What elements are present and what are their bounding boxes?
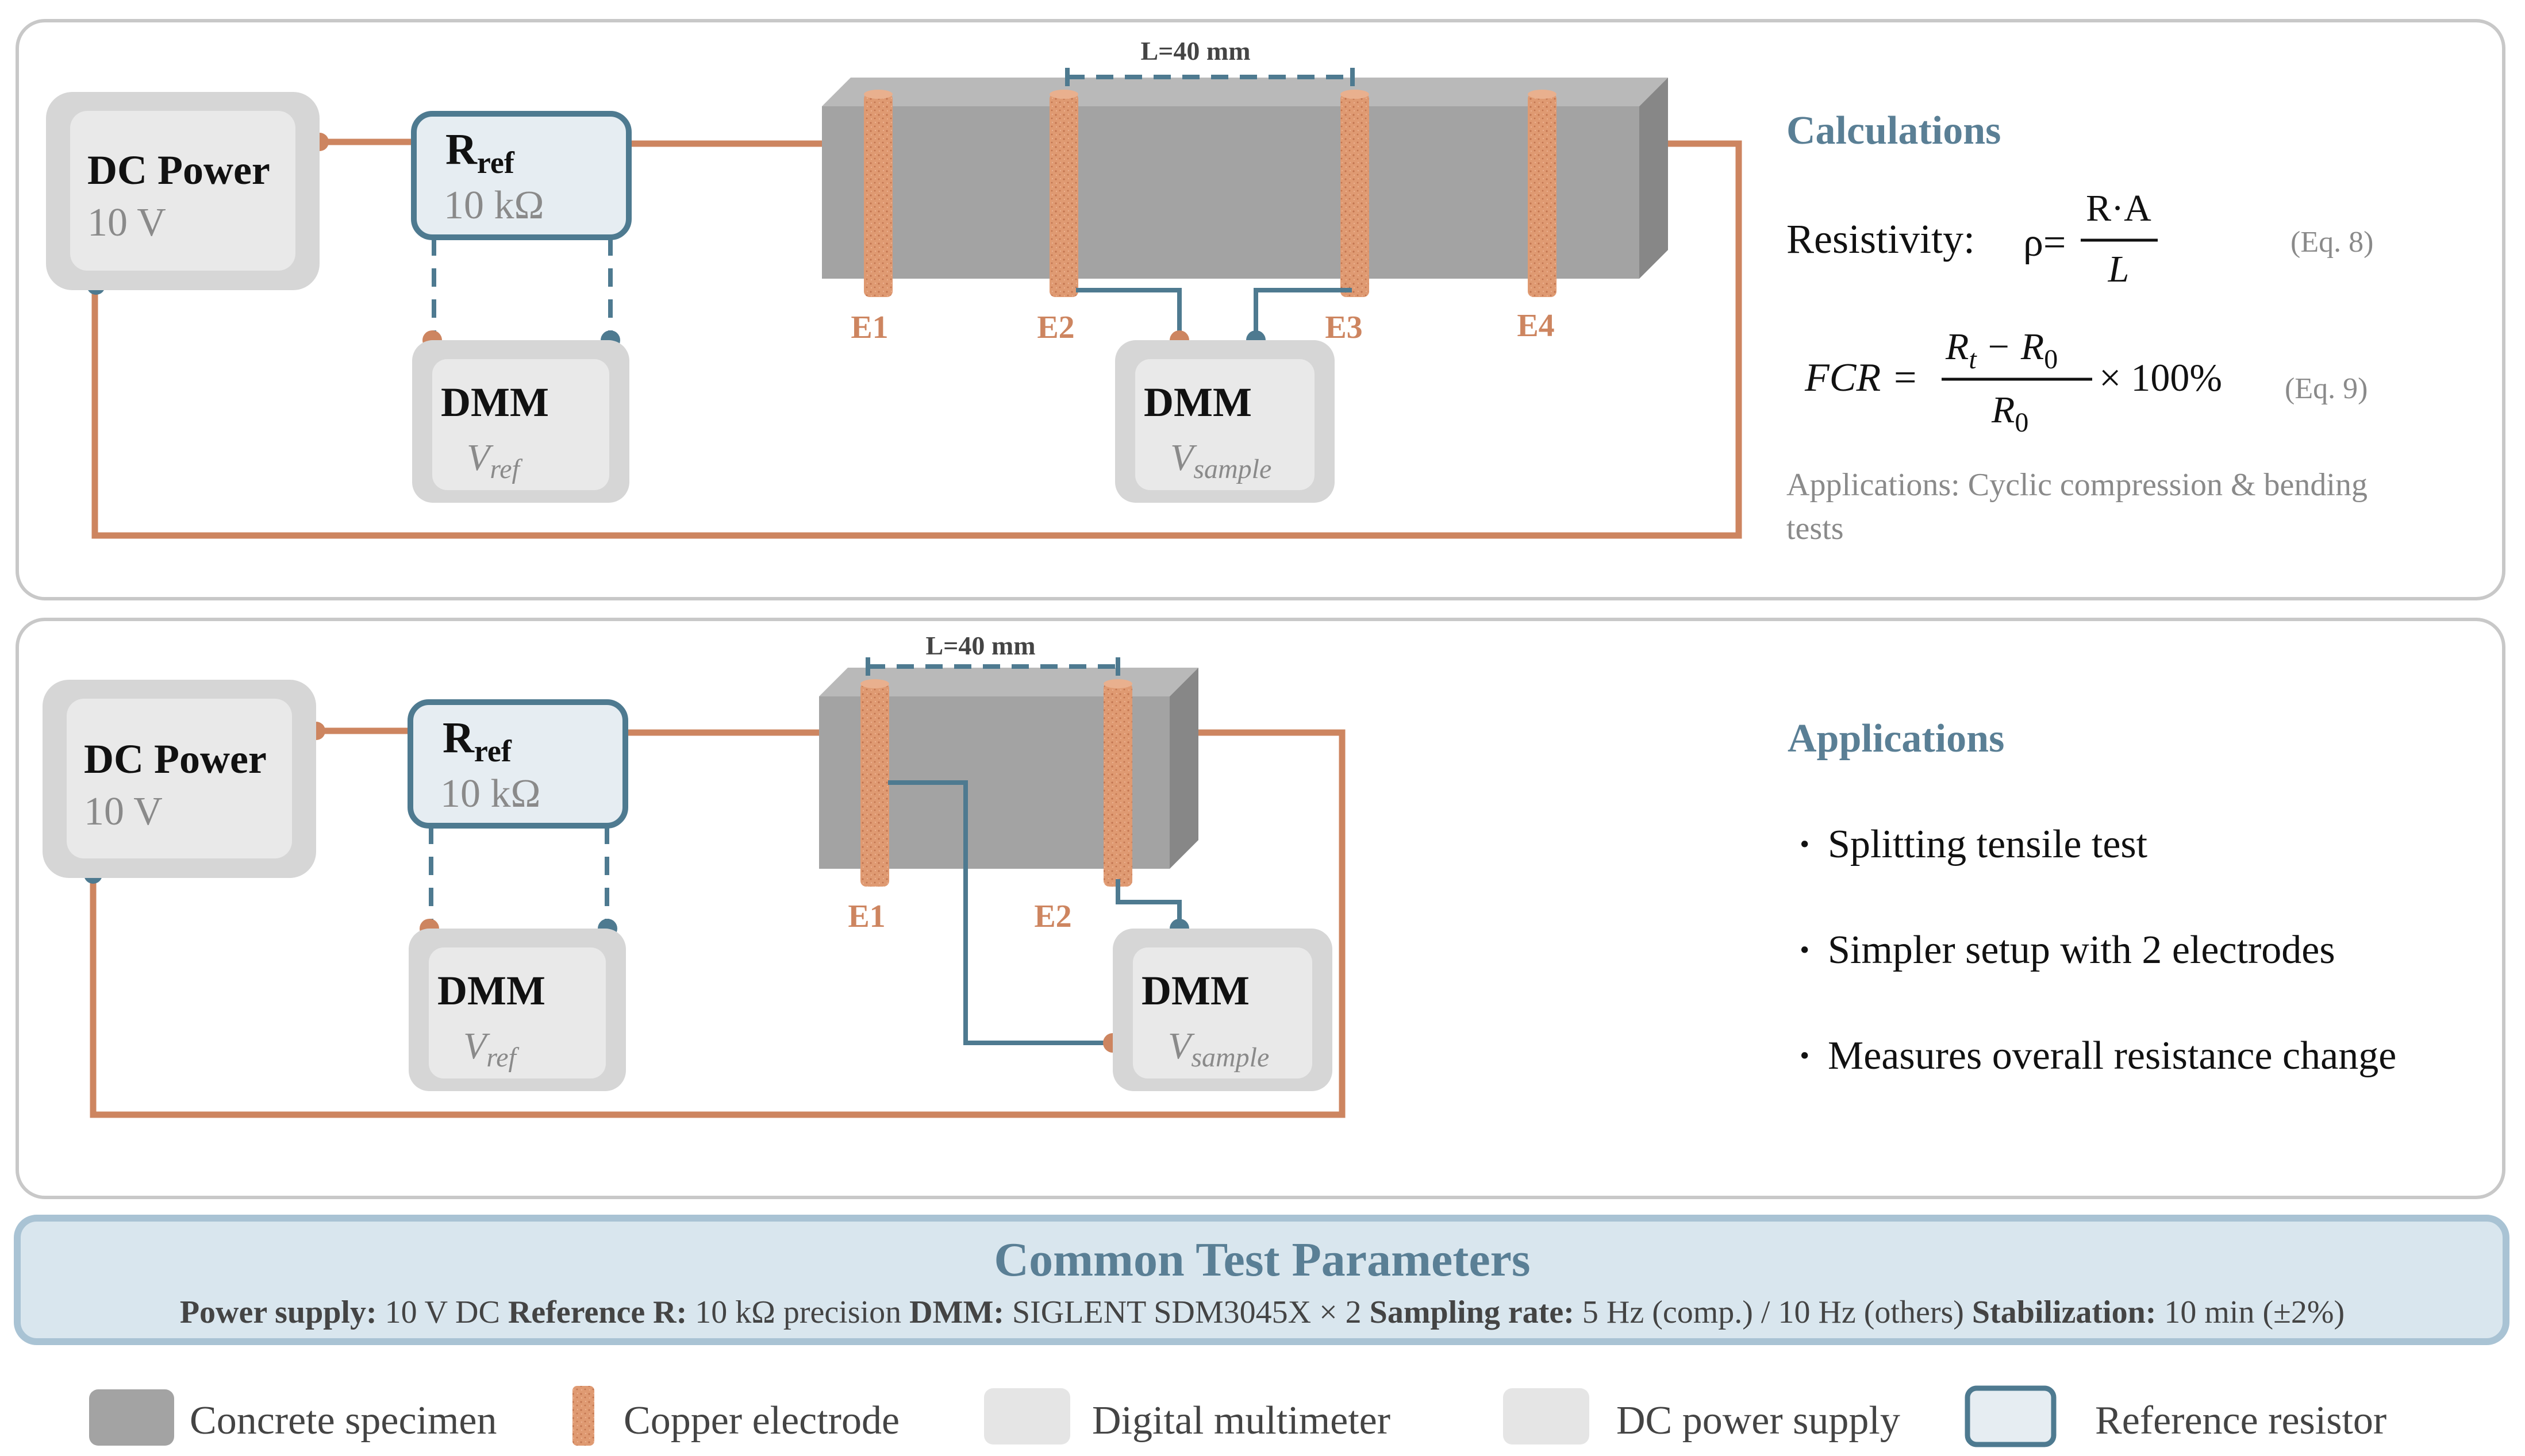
sample-sense-wires [1076, 288, 1352, 339]
rho-symbol: ρ= [2023, 221, 2066, 265]
legend-item-dmm: Digital multimeter [984, 1388, 1390, 1445]
equation-8-tag: (Eq. 8) [2290, 226, 2373, 259]
panel-four-electrode: DC Power 10 V Rref 10 kΩ DMM Vref [16, 19, 2505, 600]
resistivity-denominator: L [2108, 248, 2130, 290]
resistor-value-bottom: 10 kΩ [440, 772, 541, 816]
panel-bottom-frame [16, 618, 2505, 1199]
dmm-ref-title: DMM [441, 379, 549, 425]
resistor-value: 10 kΩ [444, 183, 544, 228]
resistivity-numerator: R·A [2086, 187, 2151, 229]
power-supply-swatch-icon [1503, 1388, 1589, 1445]
gauge-length-label-bottom: L=40 mm [925, 631, 1035, 660]
legend-item-concrete: Concrete specimen [89, 1389, 497, 1446]
electrode-e3 [1340, 90, 1369, 297]
dmm-ref-reading-bottom: Vref [463, 1025, 520, 1073]
power-voltage-bottom: 10 V [84, 789, 163, 834]
concrete-specimen [822, 78, 1668, 279]
dc-power-supply-bottom: DC Power 10 V [43, 680, 316, 878]
equation-9-tag: (Eq. 9) [2285, 372, 2368, 405]
resistor-probe-leads [432, 237, 613, 339]
fcr-percent-factor: × 100% [2099, 356, 2222, 399]
applications-note-line2: tests [1786, 511, 1844, 546]
dmm-sample-title: DMM [1144, 379, 1252, 425]
dmm-sample-bottom: DMM Vsample [1113, 929, 1332, 1091]
applications-block: Applications · Splitting tensile test · … [1788, 717, 2396, 1078]
legend-item-power: DC power supply [1503, 1388, 1900, 1445]
electrode-e2-bottom [1104, 679, 1132, 887]
gauge-length-marker-bottom: L=40 mm [866, 631, 1120, 676]
calculations-heading: Calculations [1786, 109, 2001, 153]
dmm-sample-reading-bottom: Vsample [1168, 1025, 1269, 1073]
legend-label-power: DC power supply [1616, 1399, 1900, 1443]
copper-electrode-swatch-icon [572, 1386, 594, 1446]
panel-top-frame [16, 19, 2505, 600]
bullet-marker: · [1798, 822, 1811, 866]
legend-label-concrete: Concrete specimen [190, 1399, 497, 1443]
power-title-bottom: DC Power [84, 736, 267, 782]
electrode-label-e2-bottom: E2 [1034, 899, 1071, 934]
application-item-3: Measures overall resistance change [1828, 1034, 2396, 1078]
dmm-reference-bottom: DMM Vref [409, 929, 626, 1091]
fcr-denominator: R0 [1991, 389, 2028, 438]
dmm-ref-reading: Vref [467, 437, 523, 484]
legend-label-dmm: Digital multimeter [1092, 1399, 1390, 1443]
legend: Concrete specimen Copper electrode Digit… [89, 1385, 2386, 1447]
sample-sense-wires-bottom [888, 780, 1182, 1045]
electrode-label-e3: E3 [1325, 310, 1362, 345]
resistivity-label: Resistivity: [1786, 216, 1975, 262]
reference-resistor-bottom: Rref 10 kΩ [408, 699, 628, 829]
legend-item-copper: Copper electrode [572, 1386, 900, 1446]
application-item-2: Simpler setup with 2 electrodes [1828, 928, 2335, 972]
calculations-block: Calculations Resistivity: ρ= R·A L (Eq. … [1786, 109, 2373, 546]
electrode-e1 [864, 90, 893, 297]
applications-heading: Applications [1788, 717, 2004, 761]
fcr-equals: = [1894, 356, 1916, 400]
multimeter-swatch-icon [984, 1388, 1070, 1445]
params-title: Common Test Parameters [994, 1233, 1530, 1286]
applications-note-line1: Applications: Cyclic compression & bendi… [1786, 467, 2368, 503]
reference-resistor: Rref 10 kΩ [411, 111, 632, 240]
electrode-label-e1-bottom: E1 [848, 899, 885, 934]
common-test-parameters: Common Test Parameters Power supply: 10 … [14, 1215, 2509, 1345]
resistor-probe-leads-bottom [429, 826, 609, 927]
dmm-sample-title-bottom: DMM [1142, 968, 1250, 1014]
bullet-marker: · [1798, 928, 1811, 972]
dmm-ref-title-bottom: DMM [437, 968, 545, 1014]
electrode-e4 [1528, 90, 1556, 297]
dmm-sample: DMM Vsample [1115, 340, 1335, 503]
electrode-e1-bottom [860, 679, 889, 887]
electrode-label-e1: E1 [851, 310, 888, 345]
electrode-label-e2: E2 [1037, 310, 1074, 345]
panel-two-electrode: DC Power 10 V Rref 10 kΩ DMM Vref [16, 618, 2505, 1199]
dc-power-supply: DC Power 10 V [46, 92, 320, 290]
params-line: Power supply: 10 V DC Reference R: 10 kΩ… [180, 1295, 2345, 1330]
gauge-length-marker: L=40 mm [1065, 36, 1355, 86]
resistor-symbol-bottom: Rref [443, 714, 512, 768]
legend-label-resistor: Reference resistor [2095, 1399, 2386, 1443]
dmm-sample-reading: Vsample [1170, 437, 1271, 484]
electrode-e2 [1050, 90, 1078, 297]
electrode-label-e4: E4 [1517, 308, 1554, 344]
concrete-swatch-icon [89, 1389, 174, 1446]
application-item-1: Splitting tensile test [1828, 822, 2148, 866]
dmm-reference: DMM Vref [412, 340, 629, 503]
fcr-symbol: FCR [1804, 356, 1881, 400]
legend-label-copper: Copper electrode [624, 1399, 900, 1443]
power-voltage: 10 V [87, 201, 166, 245]
resistor-swatch-icon [1965, 1385, 2057, 1447]
resistor-symbol: Rref [445, 125, 515, 180]
bullet-marker: · [1798, 1034, 1811, 1078]
gauge-length-label: L=40 mm [1140, 36, 1250, 66]
legend-item-resistor: Reference resistor [1965, 1385, 2386, 1447]
power-title: DC Power [87, 147, 270, 193]
fcr-numerator: Rt−R0 [1945, 326, 2058, 375]
